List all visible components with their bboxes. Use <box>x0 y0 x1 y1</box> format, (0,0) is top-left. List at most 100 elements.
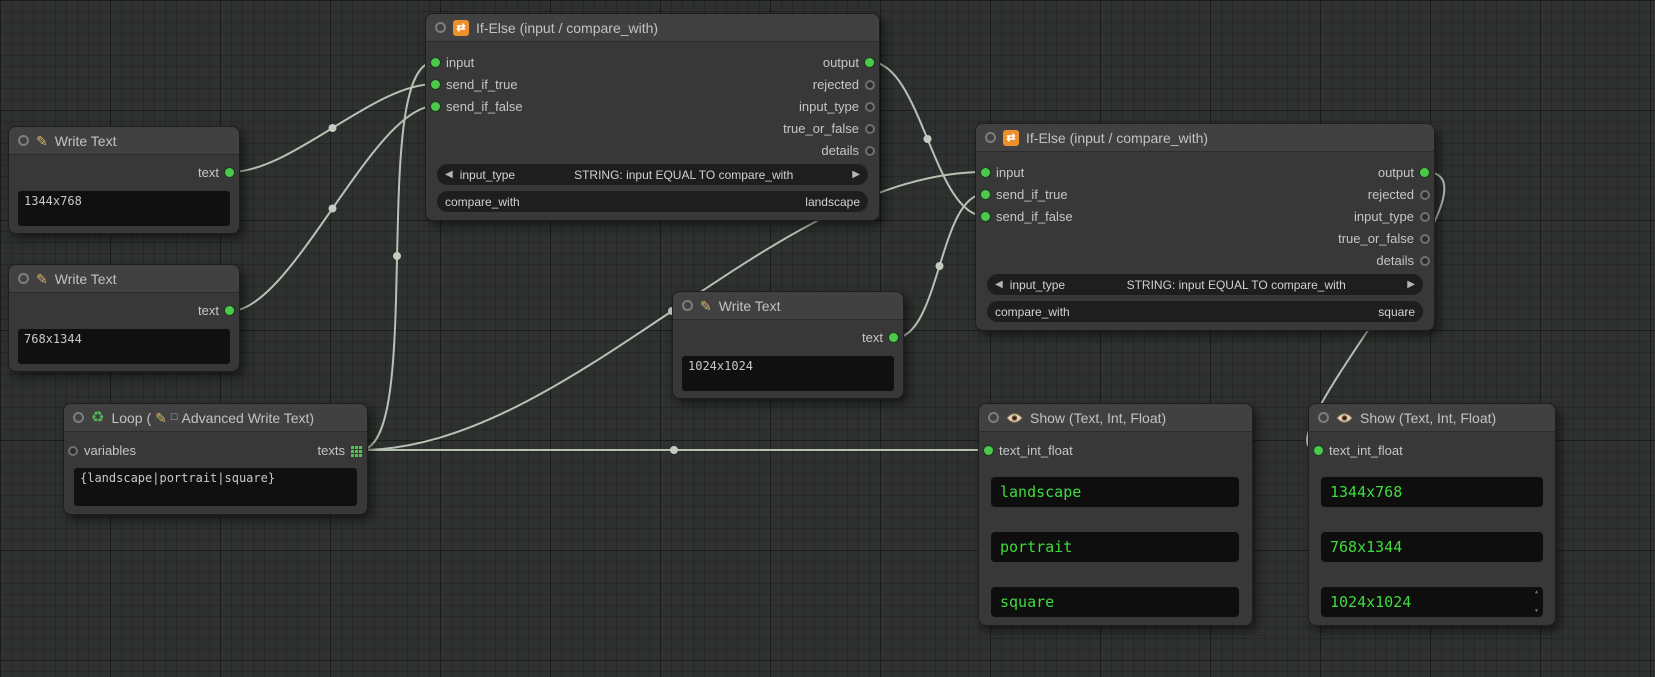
output-slot-details[interactable] <box>865 146 875 156</box>
input-slot-variables[interactable] <box>68 446 78 456</box>
node-header[interactable]: Show (Text, Int, Float) <box>979 404 1252 432</box>
compare-with-widget[interactable]: compare_with landscape <box>437 191 868 212</box>
write-text-node-2[interactable]: ✎ Write Text text 768x1344 <box>8 264 240 372</box>
node-header[interactable]: Show (Text, Int, Float) <box>1309 404 1555 432</box>
input-slot-send-if-true[interactable] <box>431 80 440 89</box>
output-slot-label: rejected <box>1367 187 1414 202</box>
text-value-box[interactable]: 1024x1024 <box>682 356 894 391</box>
collapse-dot[interactable] <box>988 412 999 423</box>
node-header[interactable]: ✎ Write Text <box>9 265 239 293</box>
node-header[interactable]: ⇄ If-Else (input / compare_with) <box>976 124 1434 152</box>
output-slot-label: output <box>1377 165 1414 180</box>
input-slot-text-int-float[interactable] <box>984 446 993 455</box>
output-slot-details[interactable] <box>1420 256 1430 266</box>
output-slot-text[interactable] <box>225 306 234 315</box>
write-text-node-1[interactable]: ✎ Write Text text 1344x768 <box>8 126 240 234</box>
pencil-icon: ✎ <box>36 132 48 149</box>
if-else-node-1[interactable]: ⇄ If-Else (input / compare_with) input s… <box>425 13 880 221</box>
input-slot-send-if-true[interactable] <box>981 190 990 199</box>
combo-next-arrow[interactable]: ▶ <box>852 169 860 180</box>
compare-with-widget[interactable]: compare_with square <box>987 301 1423 322</box>
node-title: If-Else (input / compare_with) <box>476 19 659 36</box>
node-title-suffix: Advanced Write Text) <box>181 409 315 426</box>
node-header[interactable]: ✎ Write Text <box>9 127 239 155</box>
show-node-2[interactable]: Show (Text, Int, Float) text_int_float 1… <box>1308 403 1556 626</box>
collapse-dot[interactable] <box>18 135 29 146</box>
window-icon: □ <box>170 411 178 423</box>
output-slot-label: text <box>198 303 219 318</box>
input-slot-input[interactable] <box>981 168 990 177</box>
scroll-down-arrow[interactable]: ▼ <box>1534 608 1538 614</box>
input-slot-label: text_int_float <box>999 443 1073 458</box>
output-slot-rejected[interactable] <box>1420 190 1430 200</box>
output-slot-text[interactable] <box>225 168 234 177</box>
text-value-box[interactable]: 768x1344 <box>18 329 230 364</box>
output-slot-text[interactable] <box>889 333 898 342</box>
output-slot-label: true_or_false <box>1338 231 1414 246</box>
scroll-up-arrow[interactable]: ▲ <box>1534 589 1538 595</box>
loop-node[interactable]: ♻ Loop ( ✎ □ Advanced Write Text) variab… <box>63 403 368 515</box>
eye-icon <box>1336 412 1353 423</box>
collapse-dot[interactable] <box>435 22 446 33</box>
combo-next-arrow[interactable]: ▶ <box>1407 279 1415 290</box>
input-slot-label: text_int_float <box>1329 443 1403 458</box>
input-type-combo[interactable]: ◀ input_type STRING: input EQUAL TO comp… <box>437 164 868 185</box>
output-slot-true-or-false[interactable] <box>1420 234 1430 244</box>
show-value-box[interactable]: square <box>991 587 1239 617</box>
write-text-node-3[interactable]: ✎ Write Text text 1024x1024 <box>672 291 904 399</box>
input-slot-send-if-false[interactable] <box>981 212 990 221</box>
combo-value: STRING: input EQUAL TO compare_with <box>1126 277 1346 292</box>
output-slot-output[interactable] <box>865 58 874 67</box>
pencil-icon: ✎ <box>155 409 167 426</box>
link-midpoint-dot[interactable] <box>923 135 932 143</box>
input-slot-label: send_if_true <box>996 187 1068 202</box>
link-midpoint-dot[interactable] <box>328 124 337 132</box>
input-slot-input[interactable] <box>431 58 440 67</box>
link-midpoint-dot[interactable] <box>935 262 944 270</box>
input-slot-label: send_if_false <box>996 209 1073 224</box>
input-slot-send-if-false[interactable] <box>431 102 440 111</box>
collapse-dot[interactable] <box>73 412 84 423</box>
widget-label: compare_with <box>995 304 1070 319</box>
recycle-icon: ♻ <box>91 409 105 426</box>
combo-label: input_type <box>1009 277 1066 292</box>
combo-prev-arrow[interactable]: ◀ <box>995 279 1003 290</box>
text-value-box[interactable]: 1344x768 <box>18 191 230 226</box>
collapse-dot[interactable] <box>985 132 996 143</box>
show-value-box[interactable]: portrait <box>991 532 1239 562</box>
link-midpoint-dot[interactable] <box>670 446 678 454</box>
link-midpoint-dot[interactable] <box>328 204 337 213</box>
combo-prev-arrow[interactable]: ◀ <box>445 169 453 180</box>
output-slot-true-or-false[interactable] <box>865 124 875 134</box>
collapse-dot[interactable] <box>18 273 29 284</box>
link-midpoint-dot[interactable] <box>393 252 401 260</box>
show-value-box[interactable]: 1344x768 <box>1321 477 1543 507</box>
show-value-box[interactable]: 768x1344 <box>1321 532 1543 562</box>
input-slot-text-int-float[interactable] <box>1314 446 1323 455</box>
output-slot-rejected[interactable] <box>865 80 875 90</box>
if-else-node-2[interactable]: ⇄ If-Else (input / compare_with) input s… <box>975 123 1435 331</box>
output-slot-output[interactable] <box>1420 168 1429 177</box>
output-slot-input-type[interactable] <box>865 102 875 112</box>
node-title: Write Text <box>718 297 781 314</box>
show-value-box[interactable]: landscape <box>991 477 1239 507</box>
grid-multi-output-icon[interactable] <box>351 446 362 457</box>
show-value-box[interactable]: 1024x1024 ▲ ▼ <box>1321 587 1543 617</box>
output-slot-label: input_type <box>1354 209 1414 224</box>
show-value: 768x1344 <box>1330 538 1403 556</box>
output-slot-input-type[interactable] <box>1420 212 1430 222</box>
text-value-box[interactable]: {landscape|portrait|square} <box>74 468 357 506</box>
collapse-dot[interactable] <box>1318 412 1329 423</box>
show-node-1[interactable]: Show (Text, Int, Float) text_int_float l… <box>978 403 1253 626</box>
output-slot-label: true_or_false <box>783 121 859 136</box>
collapse-dot[interactable] <box>682 300 693 311</box>
input-type-combo[interactable]: ◀ input_type STRING: input EQUAL TO comp… <box>987 274 1423 295</box>
node-header[interactable]: ✎ Write Text <box>673 292 903 320</box>
node-header[interactable]: ♻ Loop ( ✎ □ Advanced Write Text) <box>64 404 367 432</box>
node-title: Show (Text, Int, Float) <box>1360 409 1497 426</box>
scrollbar[interactable]: ▲ ▼ <box>1532 590 1541 614</box>
node-title: Show (Text, Int, Float) <box>1030 409 1167 426</box>
input-slot-label: variables <box>84 443 137 458</box>
node-header[interactable]: ⇄ If-Else (input / compare_with) <box>426 14 879 42</box>
